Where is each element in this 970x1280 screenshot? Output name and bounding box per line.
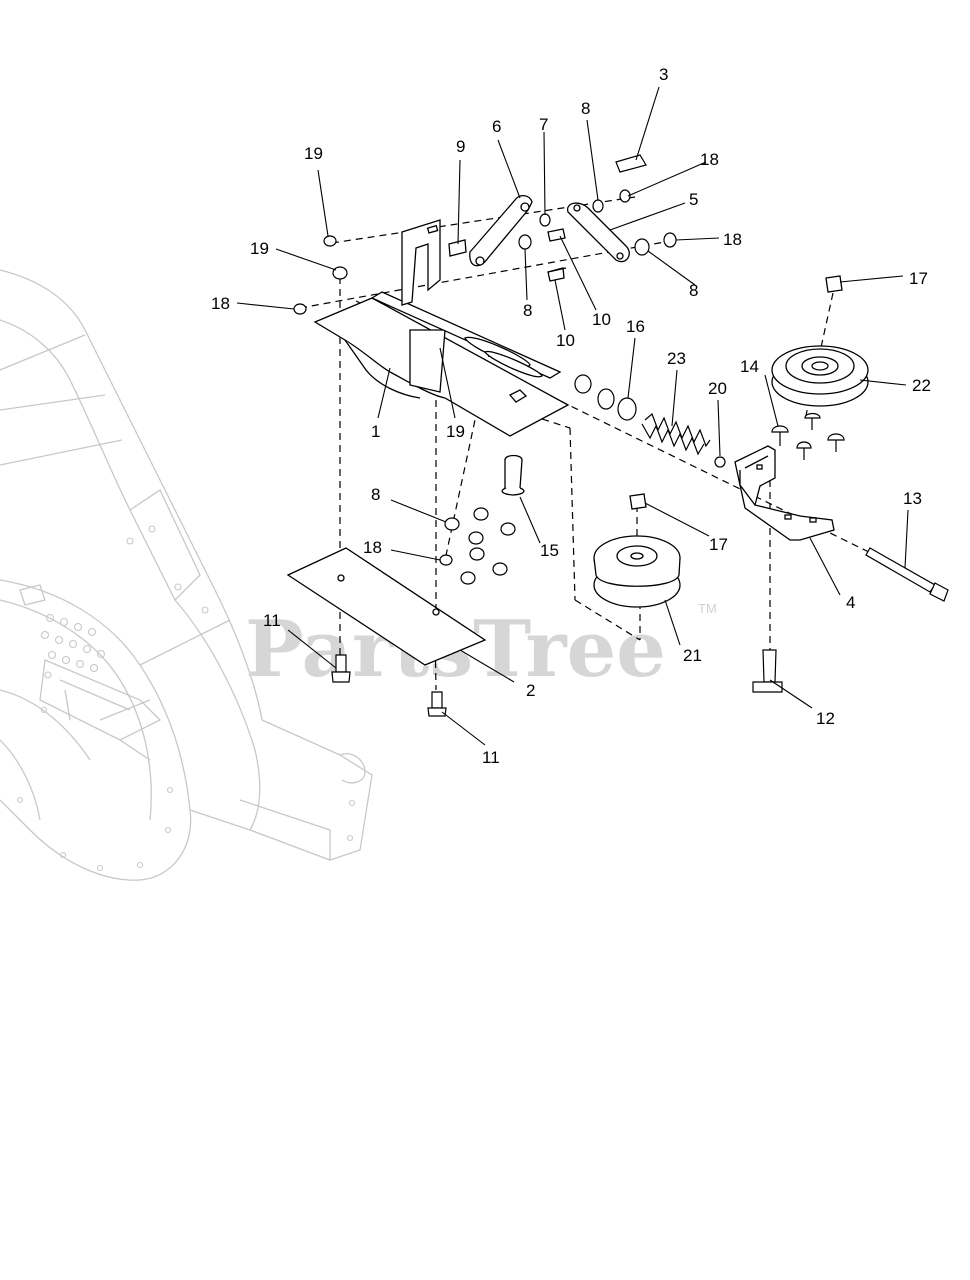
callout-17-b: 17: [709, 535, 728, 554]
callout-17-a: 17: [909, 269, 928, 288]
callout-10-a: 10: [592, 310, 611, 329]
watermark-trademark: TM: [698, 601, 717, 616]
callout-18-b: 18: [723, 230, 742, 249]
callout-10-b: 10: [556, 331, 575, 350]
callout-19-c: 19: [446, 422, 465, 441]
long-bolt: [865, 547, 949, 602]
callout-23: 23: [667, 349, 686, 368]
callout-8-right: 8: [689, 281, 698, 300]
pulley-22: [771, 275, 869, 407]
callout-11-a: 11: [263, 611, 281, 630]
callout-19-a: 19: [304, 144, 323, 163]
callout-11-b: 11: [482, 748, 500, 767]
callout-13: 13: [903, 489, 922, 508]
bracket-plate: [313, 219, 570, 496]
callout-4: 4: [846, 593, 855, 612]
callout-18-c: 18: [211, 294, 230, 313]
callout-22: 22: [912, 376, 931, 395]
link-arm: [567, 202, 630, 263]
callout-6: 6: [492, 117, 501, 136]
callout-1: 1: [371, 422, 380, 441]
callout-16: 16: [626, 317, 645, 336]
idler-lever: [448, 195, 566, 282]
callout-9: 9: [456, 137, 465, 156]
blower-housing: [0, 269, 373, 881]
callout-8-mid: 8: [523, 301, 532, 320]
callout-12: 12: [816, 709, 835, 728]
callout-18-a: 18: [700, 150, 719, 169]
callout-3: 3: [659, 65, 668, 84]
callout-labels: 1 2 3 4 5 6 7 8 8 8 8 9 10 10 11 11 12 1…: [211, 65, 931, 767]
bottom-plate: [286, 547, 487, 666]
callout-8-lower: 8: [371, 485, 380, 504]
callout-18-d: 18: [363, 538, 382, 557]
callout-7: 7: [539, 115, 548, 134]
callout-20: 20: [708, 379, 727, 398]
bolt-12: [752, 649, 783, 693]
callout-5: 5: [689, 190, 698, 209]
carriage-bolts: [771, 412, 845, 460]
callout-15: 15: [540, 541, 559, 560]
callout-19-b: 19: [250, 239, 269, 258]
callout-8-top: 8: [581, 99, 590, 118]
idler-bracket: [734, 445, 835, 541]
bolts-11: [331, 654, 447, 717]
tension-spring: [641, 412, 711, 456]
callout-14: 14: [740, 357, 759, 376]
callout-21: 21: [683, 646, 702, 665]
housing-holes: [16, 525, 356, 872]
callout-2: 2: [526, 681, 535, 700]
pulley-21: [593, 493, 681, 608]
leader-lines: [236, 86, 909, 746]
